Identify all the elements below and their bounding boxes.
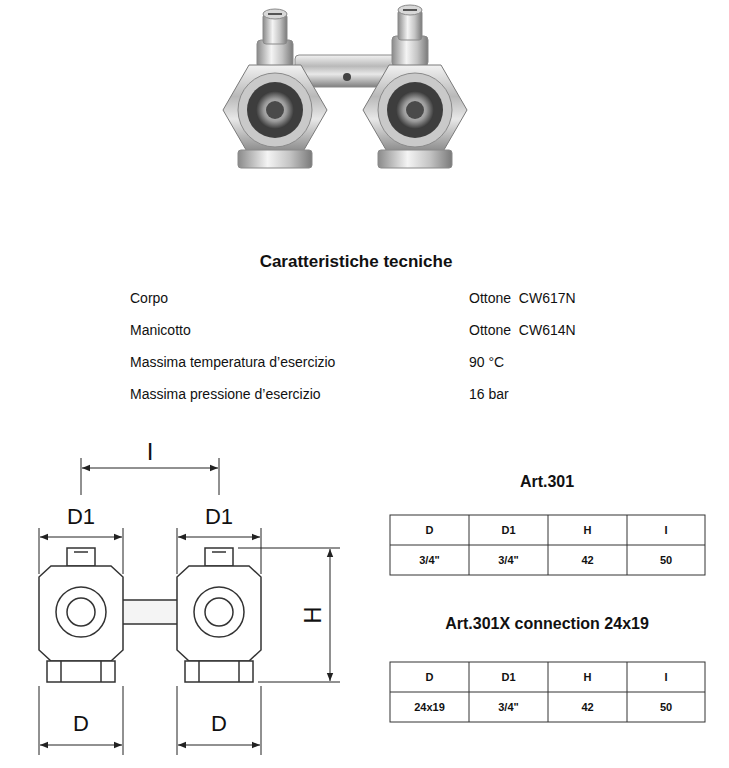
spec-name: Manicotto: [130, 322, 191, 338]
table-title: Art.301X connection 24x19: [445, 615, 649, 633]
spec-name: Massima pressione d’esercizio: [130, 386, 321, 402]
dimension-label: H: [299, 606, 327, 623]
table-grid: [390, 515, 705, 722]
table-cell: 24x19: [414, 701, 445, 714]
table-cell: 3/4": [498, 701, 519, 714]
table-header: D: [426, 671, 434, 684]
table-title: Art.301: [520, 473, 574, 491]
spec-value: 16 bar: [469, 386, 509, 402]
table-cell: 3/4": [498, 554, 519, 567]
valve-drawing: [39, 548, 261, 682]
table-header: I: [664, 671, 667, 684]
dimension-lines: [39, 458, 340, 755]
dimension-label: D: [73, 711, 89, 736]
table-cell: 50: [660, 554, 672, 567]
dimension-label: I: [147, 438, 154, 466]
table-cell: 42: [581, 554, 593, 567]
spec-value: Ottone CW614N: [469, 322, 576, 338]
spec-value: Ottone CW617N: [469, 290, 576, 306]
dimension-label: D: [211, 711, 227, 736]
table-cell: 3/4": [419, 554, 440, 567]
table-header: I: [664, 524, 667, 537]
dimension-label: D1: [67, 504, 95, 529]
table-header: D1: [501, 524, 515, 537]
table-header: D: [426, 524, 434, 537]
table-cell: 42: [581, 701, 593, 714]
dimension-label: D1: [205, 504, 233, 529]
spec-name: Corpo: [130, 290, 168, 306]
table-cell: 50: [660, 701, 672, 714]
section-title: Caratteristiche tecniche: [260, 252, 453, 272]
table-header: D1: [501, 671, 515, 684]
table-header: H: [584, 671, 592, 684]
valve-photo: [223, 5, 467, 168]
spec-name: Massima temperatura d’esercizio: [130, 354, 335, 370]
spec-value: 90 °C: [469, 354, 504, 370]
table-header: H: [584, 524, 592, 537]
